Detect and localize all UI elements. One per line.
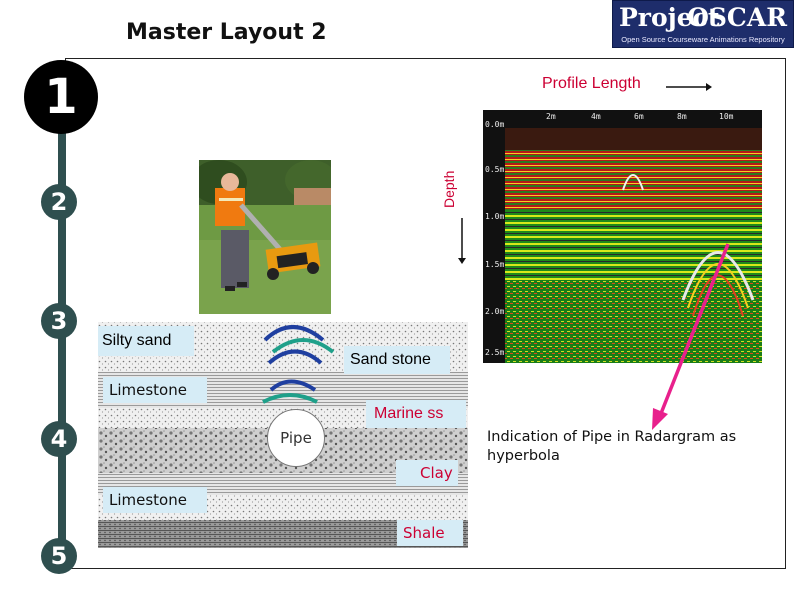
logo-word-oscar: OSCAR [687, 3, 787, 32]
depth-tick: 2.0m [485, 307, 505, 316]
profile-length-label: Profile Length [542, 75, 641, 92]
gpr-operator-photo [199, 160, 331, 314]
project-oscar-logo: Project OSCAR Open Source Courseware Ani… [612, 0, 794, 48]
depth-arrow-icon [458, 218, 466, 264]
logo-word-project: Project [619, 3, 720, 32]
step-3-badge[interactable]: 3 [41, 303, 77, 339]
step-1-badge[interactable]: 1 [24, 60, 98, 134]
depth-tick: 1.5m [485, 260, 505, 269]
layer-label-silty-sand: Silty sand [98, 326, 194, 356]
distance-tick: 4m [591, 112, 601, 121]
logo-tagline: Open Source Courseware Animations Reposi… [621, 35, 785, 44]
distance-tick: 8m [677, 112, 687, 121]
distance-tick: 6m [634, 112, 644, 121]
step-4-badge[interactable]: 4 [41, 421, 77, 457]
distance-tick: 2m [546, 112, 556, 121]
step-2-badge[interactable]: 2 [41, 184, 77, 220]
step-5-badge[interactable]: 5 [41, 538, 77, 574]
depth-tick: 2.5m [485, 348, 505, 357]
hyperbola-annotation: Indication of Pipe in Radargram as hyper… [487, 429, 737, 464]
layer-label-limestone-top: Limestone [103, 377, 207, 403]
radargram-image: 0.0m 0.5m 1.0m 1.5m 2.0m 2.5m 2m 4m 6m 8… [483, 110, 762, 363]
distance-tick: 10m [719, 112, 734, 121]
layer-label-sand-stone: Sand stone [344, 346, 450, 374]
layer-label-limestone-bottom: Limestone [103, 487, 207, 513]
layer-label-shale: Shale [397, 520, 463, 546]
page-title: Master Layout 2 [126, 20, 327, 45]
depth-label: Depth [441, 170, 457, 208]
layer-label-clay: Clay [396, 460, 458, 486]
depth-tick: 1.0m [485, 212, 505, 221]
step-rail [58, 120, 66, 560]
gpr-wave-arcs-icon [262, 325, 335, 404]
layer-label-marine-ss: Marine ss [366, 400, 466, 428]
profile-arrow-icon [666, 83, 712, 91]
pointer-arrow-icon [652, 243, 730, 430]
pipe-marker: Pipe [267, 409, 325, 467]
depth-tick: 0.0m [485, 120, 505, 129]
depth-tick: 0.5m [485, 165, 505, 174]
